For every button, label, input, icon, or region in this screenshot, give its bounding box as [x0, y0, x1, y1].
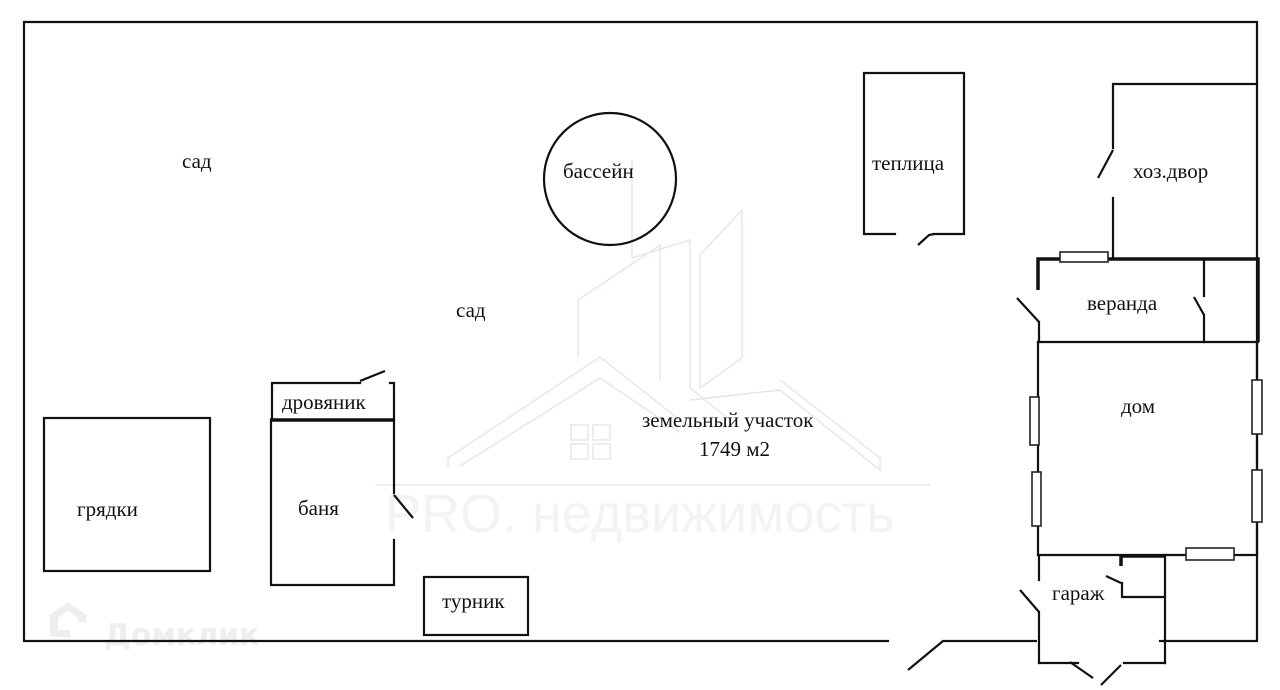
plot-area: 1749 м2: [699, 437, 770, 461]
watermark-agency-text: PRO. недвижимость: [385, 484, 894, 544]
house-window-bottom: [1185, 547, 1235, 561]
garage-gate-left: [1069, 661, 1094, 679]
garage-nook: [1120, 581, 1167, 599]
woodshed-wall-right: [388, 381, 396, 421]
watermark-window-1: [570, 424, 589, 441]
garage-nook-door: [1105, 575, 1122, 584]
house-window-right-2: [1251, 469, 1263, 523]
house-label: дом: [1121, 394, 1155, 418]
garden-label-1: сад: [182, 149, 212, 173]
watermark-building-mid: [631, 160, 731, 421]
veranda-inner-door: [1193, 296, 1205, 316]
utility-yard-walls: [1111, 82, 1259, 150]
plot-title: земельный участок: [642, 408, 814, 432]
pool-outline: [542, 111, 678, 247]
watermark-building-left: [577, 243, 661, 380]
bathhouse-walls: [269, 418, 396, 587]
woodshed-walls: [270, 381, 362, 421]
house-window-left-1: [1029, 396, 1040, 446]
pullup-bar: турник: [422, 575, 530, 637]
watermark-window-2: [592, 424, 611, 441]
veranda-label: веранда: [1087, 291, 1158, 315]
agency-watermark: PRO. недвижимость: [375, 160, 930, 544]
pool-label: бассейн: [563, 159, 634, 183]
watermark-building-right: [699, 208, 743, 389]
house-window-right-1: [1251, 379, 1263, 435]
garage-gate-right: [1100, 664, 1122, 686]
veranda-window: [1059, 251, 1109, 263]
plot-boundary: [22, 20, 1259, 671]
house: дом: [1029, 340, 1263, 561]
bathhouse-door: [393, 494, 414, 519]
garden-label-2: сад: [456, 298, 486, 322]
veranda: веранда: [1016, 251, 1260, 344]
garage-side-door: [1019, 589, 1040, 613]
garage: гараж: [1019, 553, 1167, 686]
entrance-gate: [907, 639, 1037, 671]
watermark-roof-right: [689, 379, 881, 472]
pullup-bar-outline: [422, 575, 530, 637]
plot-boundary-wall: [22, 20, 1259, 643]
pullup-bar-label: турник: [442, 589, 505, 613]
utility-yard-door: [1097, 149, 1114, 179]
veranda-outer-wall: [1036, 257, 1260, 342]
woodshed: дровяник: [270, 369, 396, 422]
watermark-window-4: [592, 443, 611, 460]
platform-logo-icon: [50, 602, 86, 638]
garden-beds: грядки: [42, 416, 212, 573]
garden-beds-label: грядки: [77, 497, 138, 521]
greenhouse-walls: [862, 71, 966, 236]
watermark-house-roof: [447, 356, 691, 468]
woodshed-label: дровяник: [282, 390, 366, 414]
veranda-entry-door: [1016, 297, 1040, 323]
utility-yard: хоз.двор: [1097, 82, 1259, 260]
platform-watermark-text: Домклик: [104, 618, 260, 653]
woodshed-door: [359, 369, 386, 383]
garage-nook-top: [1119, 554, 1165, 566]
platform-watermark: Домклик: [50, 602, 260, 653]
watermark-window-3: [570, 443, 589, 460]
house-window-left-2: [1031, 471, 1042, 527]
greenhouse: теплица: [862, 71, 966, 246]
greenhouse-label: теплица: [872, 151, 945, 175]
pool: бассейн: [542, 111, 678, 247]
garden-beds-outline: [42, 416, 212, 573]
bathhouse: баня: [269, 418, 414, 587]
bathhouse-label: баня: [298, 496, 339, 520]
watermark-house-roof-inner: [459, 377, 681, 467]
garage-label: гараж: [1052, 581, 1105, 605]
utility-yard-label: хоз.двор: [1133, 159, 1208, 183]
greenhouse-door: [917, 232, 935, 246]
